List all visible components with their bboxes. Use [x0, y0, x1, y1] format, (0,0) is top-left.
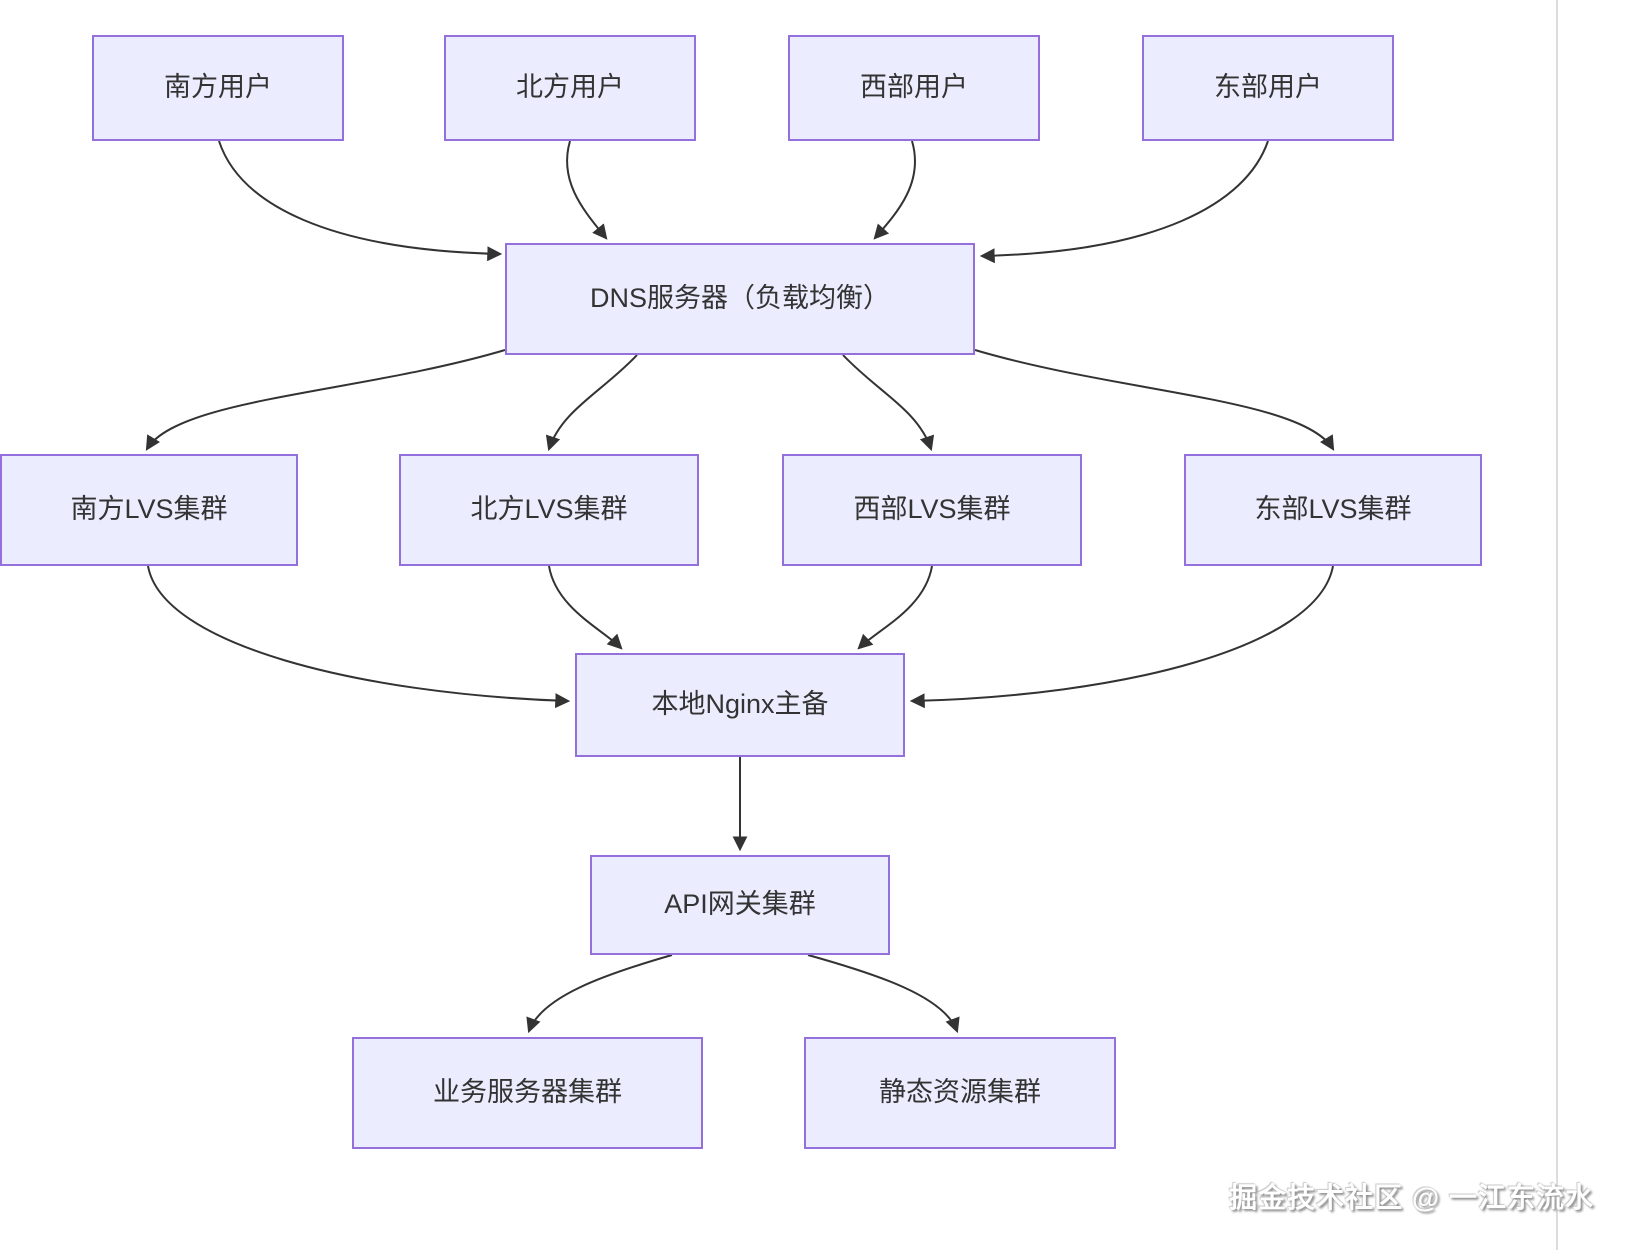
node-label-north-lvs: 北方LVS集群	[470, 494, 628, 525]
edge-dns-to-east-lvs	[974, 349, 1335, 451]
edge-south-lvs-to-nginx	[147, 565, 571, 709]
diagram-node-north-lvs: 北方LVS集群	[399, 454, 699, 566]
edge-api-gateway-to-static-res	[807, 954, 960, 1034]
edge-dns-to-north-lvs	[545, 354, 638, 452]
diagram-node-south-users: 南方用户	[92, 35, 344, 141]
edge-west-lvs-to-nginx	[857, 565, 933, 650]
edge-west-users-to-dns	[873, 140, 917, 240]
diagram-node-biz-servers: 业务服务器集群	[352, 1037, 703, 1149]
diagram-node-south-lvs: 南方LVS集群	[0, 454, 298, 566]
edge-dns-to-west-lvs	[842, 354, 935, 452]
page-divider-line	[1556, 0, 1558, 1250]
edge-north-lvs-to-nginx	[548, 565, 623, 650]
node-label-west-users: 西部用户	[860, 72, 968, 103]
node-label-dns: DNS服务器（负载均衡）	[589, 283, 890, 314]
diagram-node-north-users: 北方用户	[444, 35, 696, 141]
diagram-node-west-lvs: 西部LVS集群	[782, 454, 1082, 566]
node-label-east-lvs: 东部LVS集群	[1254, 494, 1412, 525]
diagram-node-dns: DNS服务器（负载均衡）	[505, 243, 975, 355]
node-label-north-users: 北方用户	[516, 72, 624, 103]
diagram-node-east-lvs: 东部LVS集群	[1184, 454, 1482, 566]
edge-east-users-to-dns	[979, 140, 1269, 264]
node-label-east-users: 东部用户	[1214, 72, 1322, 103]
edge-dns-to-south-lvs	[145, 349, 506, 451]
node-label-biz-servers: 业务服务器集群	[433, 1077, 622, 1108]
node-label-west-lvs: 西部LVS集群	[853, 494, 1011, 525]
node-label-static-res: 静态资源集群	[879, 1077, 1041, 1108]
diagram-node-nginx: 本地Nginx主备	[575, 653, 905, 757]
diagram-node-static-res: 静态资源集群	[804, 1037, 1116, 1149]
watermark: 掘金技术社区 @ 一江东流水	[1229, 1182, 1594, 1213]
edge-north-users-to-dns	[566, 140, 608, 240]
node-label-south-lvs: 南方LVS集群	[70, 494, 228, 525]
edge-api-gateway-to-biz-servers	[526, 954, 673, 1034]
edge-south-users-to-dns	[218, 140, 503, 262]
diagram-node-api-gateway: API网关集群	[590, 855, 890, 955]
node-label-nginx: 本地Nginx主备	[651, 689, 829, 720]
diagram-node-east-users: 东部用户	[1142, 35, 1394, 141]
node-label-api-gateway: API网关集群	[664, 889, 816, 920]
node-label-south-users: 南方用户	[164, 72, 272, 103]
diagram-node-west-users: 西部用户	[788, 35, 1040, 141]
edge-east-lvs-to-nginx	[909, 565, 1334, 709]
